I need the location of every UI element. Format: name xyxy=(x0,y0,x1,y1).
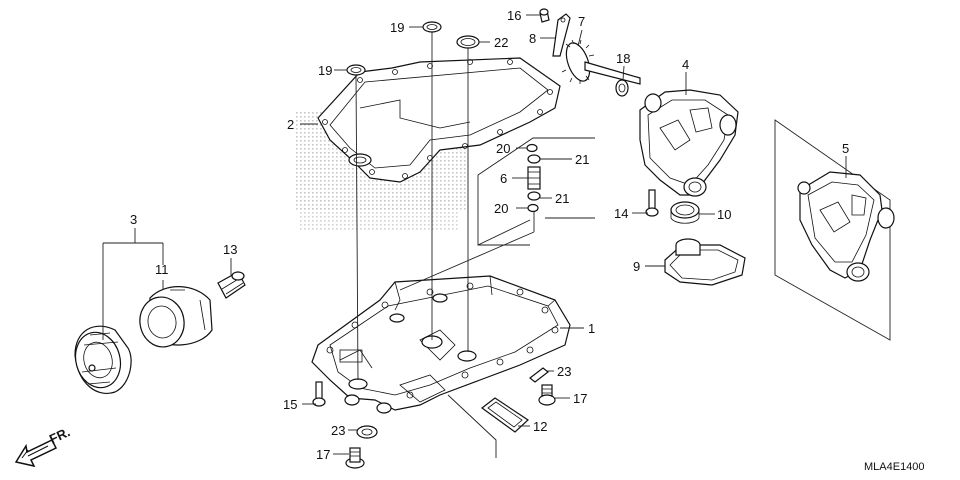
o-ring-20-top[interactable] xyxy=(526,143,538,153)
oil-pan[interactable] xyxy=(311,275,571,414)
callout-20-top: 20 xyxy=(496,141,510,156)
drive-chain-guide-plate[interactable] xyxy=(552,13,571,57)
bolt-15[interactable] xyxy=(312,381,326,407)
callout-14: 14 xyxy=(614,206,628,221)
oil-strainer-screen[interactable] xyxy=(480,397,529,433)
callout-17-bottom: 17 xyxy=(316,447,330,462)
callout-16: 16 xyxy=(507,8,521,23)
drain-bolt-right[interactable] xyxy=(538,384,556,406)
oil-filter-boss[interactable] xyxy=(217,271,246,299)
callout-11: 11 xyxy=(155,262,169,277)
oil-pump-assembly-inset[interactable] xyxy=(774,119,895,341)
oil-filter-cartridge[interactable] xyxy=(70,325,132,394)
dowel-pin[interactable] xyxy=(529,367,549,383)
o-ring-gasket-port xyxy=(348,153,372,167)
callout-10: 10 xyxy=(717,207,731,222)
callout-23-bottom: 23 xyxy=(331,423,345,438)
callout-9: 9 xyxy=(633,259,640,274)
callout-5: 5 xyxy=(842,141,849,156)
sealing-washer[interactable] xyxy=(356,425,378,439)
o-ring-20-bottom[interactable] xyxy=(527,203,539,213)
callout-21-bottom: 21 xyxy=(555,191,569,206)
bolt-14[interactable] xyxy=(645,189,659,217)
diagram-code: MLA4E1400 xyxy=(864,461,925,473)
callout-7: 7 xyxy=(578,14,585,29)
callout-20-bottom: 20 xyxy=(494,201,508,216)
callout-8: 8 xyxy=(529,31,536,46)
thrust-washer[interactable] xyxy=(615,79,629,97)
bolt-16[interactable] xyxy=(539,8,550,23)
oil-strainer[interactable] xyxy=(664,238,746,286)
callout-2: 2 xyxy=(287,117,294,132)
callout-21-top: 21 xyxy=(575,152,589,167)
callout-18: 18 xyxy=(616,51,630,66)
callout-3: 3 xyxy=(130,212,137,227)
front-direction-arrow-icon: FR. xyxy=(14,424,72,468)
callout-4: 4 xyxy=(682,57,689,72)
callout-12: 12 xyxy=(533,419,547,434)
callout-bracket-3 xyxy=(102,228,164,340)
o-ring-19-top[interactable] xyxy=(422,21,442,33)
callout-22: 22 xyxy=(494,35,508,50)
pump-drive-gear[interactable] xyxy=(561,39,641,85)
front-direction-label: FR. xyxy=(47,424,72,446)
drain-bolt-bottom[interactable] xyxy=(345,447,365,469)
o-ring-21-top[interactable] xyxy=(527,154,541,164)
callout-19-top: 19 xyxy=(390,20,404,35)
callout-23-right: 23 xyxy=(557,364,571,379)
callout-17-right: 17 xyxy=(573,391,587,406)
callout-13: 13 xyxy=(223,242,237,257)
callout-labels: 1 2 3 4 5 6 7 8 9 10 11 12 13 14 15 16 1… xyxy=(130,8,849,462)
o-ring-19-left[interactable] xyxy=(346,64,366,76)
callout-15: 15 xyxy=(283,397,297,412)
callout-6: 6 xyxy=(500,171,507,186)
callout-19-left: 19 xyxy=(318,63,332,78)
callout-1: 1 xyxy=(588,321,595,336)
oil-filter-element[interactable] xyxy=(136,286,213,351)
oil-pump[interactable] xyxy=(639,89,739,197)
leader-lines xyxy=(162,14,847,458)
o-ring-22[interactable] xyxy=(456,35,480,49)
strainer-seal[interactable] xyxy=(670,201,700,224)
o-ring-21-bottom[interactable] xyxy=(527,191,541,201)
oil-pipe-collar[interactable] xyxy=(527,166,541,190)
